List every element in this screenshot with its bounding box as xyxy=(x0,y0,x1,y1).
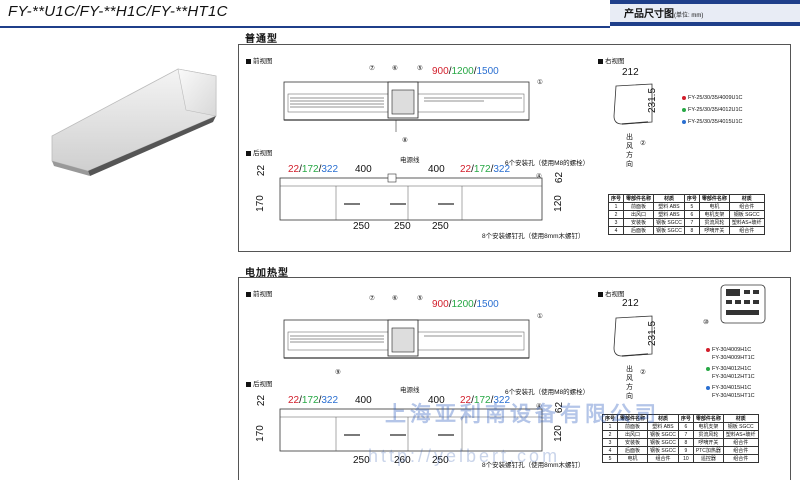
rear-side-22: 22 xyxy=(256,164,268,177)
rear-view-drawing xyxy=(279,173,543,221)
page-header: FY-**U1C/FY-**H1C/FY-**HT1C 产品尺寸图(单位: mm… xyxy=(0,0,800,28)
callout-7: ⑦ xyxy=(369,65,375,72)
right-view-drawing-2 xyxy=(613,315,653,357)
front-view-drawing-2 xyxy=(283,319,530,359)
rear-side-170b: 170 xyxy=(254,425,266,442)
callout-2b: ② xyxy=(640,369,646,376)
rear-left-dims-2: 22/172/322 xyxy=(288,395,339,406)
side-width-2: 212 xyxy=(622,298,639,309)
header-title-bar: FY-**U1C/FY-**H1C/FY-**HT1C xyxy=(0,0,610,28)
rear-spacing-2: 400 xyxy=(428,164,445,175)
model-h6: FY-30/4015HT1C xyxy=(712,393,755,399)
right-view-label: 右视图 xyxy=(598,55,625,65)
watermark-url: http://yelbert.com xyxy=(368,446,561,466)
rear-view-drawing-2 xyxy=(279,408,543,452)
front-length-dims: 900/1200/1500 xyxy=(432,66,499,77)
model-h3: FY-30/4012H1C xyxy=(706,366,751,372)
rear-right-dims: 22/172/322 xyxy=(460,164,511,175)
callout-7b: ⑦ xyxy=(369,295,375,302)
model-h2: FY-30/4009HT1C xyxy=(712,355,755,361)
model-3: FY-25/30/35/4015U1C xyxy=(682,119,743,125)
model-h4: FY-30/4012HT1C xyxy=(712,374,755,380)
callout-1b: ① xyxy=(537,313,543,320)
callout-9: ⑨ xyxy=(335,369,341,376)
rear-bottom-1: 250 xyxy=(353,221,370,232)
front-view-label-2: 前视图 xyxy=(246,288,273,298)
screws8-label-2: 8个安装螺钉孔（使用8mm木螺钉） xyxy=(482,462,585,469)
rear-bottom-2: 250 xyxy=(394,221,411,232)
rear-right-62: 62 xyxy=(554,171,566,184)
rear-view-label-2: 后视图 xyxy=(246,378,273,388)
side-width: 212 xyxy=(622,67,639,78)
model-1: FY-25/30/35/4009U1C xyxy=(682,95,743,101)
right-view-drawing xyxy=(613,83,653,125)
rear-spacing-2b: 400 xyxy=(428,395,445,406)
power-line-label-2: 电源线 xyxy=(400,387,420,394)
rear-spacing-1b: 400 xyxy=(355,395,372,406)
front-view-drawing xyxy=(283,81,530,132)
rear-side-170: 170 xyxy=(254,195,266,212)
holes6-label: 6个安装孔（使用M8的螺栓） xyxy=(505,160,590,167)
model-h5: FY-30/4015H1C xyxy=(706,385,751,391)
air-curtain-illustration xyxy=(51,68,217,176)
callout-4: ④ xyxy=(536,173,542,180)
callout-2: ② xyxy=(640,140,646,147)
rear-right-dims-2: 22/172/322 xyxy=(460,395,511,406)
callout-10: ⑩ xyxy=(703,319,709,326)
rear-bottom-2b: 260 xyxy=(394,455,411,466)
callout-5b: ⑤ xyxy=(417,295,423,302)
rear-view-label: 后视图 xyxy=(246,147,273,157)
callout-8: ⑧ xyxy=(402,137,408,144)
power-line-label: 电源线 xyxy=(400,157,420,164)
callout-5: ⑤ xyxy=(417,65,423,72)
rear-spacing-1: 400 xyxy=(355,164,372,175)
section-title-heating: 电加热型 xyxy=(245,268,289,279)
rear-left-dims: 22/172/322 xyxy=(288,164,339,175)
rear-bottom-3: 250 xyxy=(432,221,449,232)
callout-1: ① xyxy=(537,79,543,86)
side-height: 231.5 xyxy=(647,87,659,114)
front-length-dims-2: 900/1200/1500 xyxy=(432,299,499,310)
front-view-label: 前视图 xyxy=(246,55,273,65)
callout-6: ⑥ xyxy=(392,65,398,72)
rear-bottom-3b: 250 xyxy=(432,455,449,466)
size-unit: (单位: mm) xyxy=(674,13,704,19)
rear-right-120: 120 xyxy=(552,195,564,212)
watermark-company: 上海亚利南设备有限公司 xyxy=(385,403,660,426)
callout-6b: ⑥ xyxy=(392,295,398,302)
rear-bottom-1b: 250 xyxy=(353,455,370,466)
size-tag: 产品尺寸图(单位: mm) xyxy=(610,4,800,22)
size-title: 产品尺寸图 xyxy=(624,9,674,20)
header-tag-bar: 产品尺寸图(单位: mm) xyxy=(610,0,800,26)
callout-4b: ④ xyxy=(536,403,542,410)
outlet-direction: 出风方向 xyxy=(626,134,633,168)
model-h1: FY-30/4009H1C xyxy=(706,347,751,353)
holes6-label-2: 6个安装孔（使用M8的螺栓） xyxy=(505,389,590,396)
outlet-direction-2: 出风方向 xyxy=(626,366,633,400)
model-2: FY-25/30/35/4012U1C xyxy=(682,107,743,113)
model-title: FY-**U1C/FY-**H1C/FY-**HT1C xyxy=(8,3,228,20)
section-title-standard: 普通型 xyxy=(245,34,278,45)
rear-side-22b: 22 xyxy=(256,394,268,407)
remote-control-icon xyxy=(720,284,766,324)
side-height-2: 231.5 xyxy=(647,320,659,347)
right-view-label-2: 右视图 xyxy=(598,288,625,298)
screws8-label: 8个安装螺钉孔（使用8mm木螺钉） xyxy=(482,233,585,240)
